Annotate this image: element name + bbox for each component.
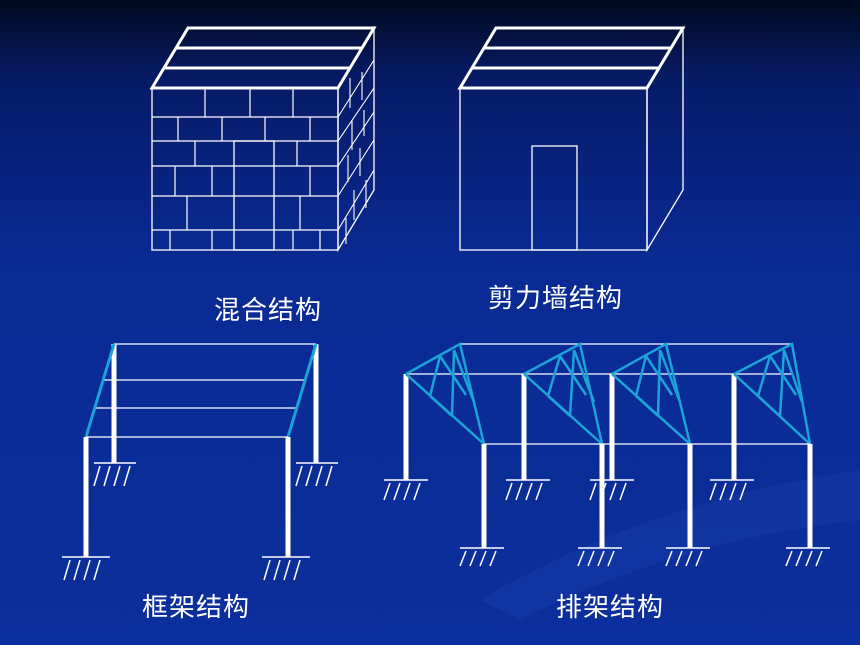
- bent-drawing: [383, 342, 830, 567]
- shear-wall-drawing: [457, 25, 686, 253]
- masonry-structure-label: 混合结构: [214, 296, 323, 326]
- bent-structure-label: 排架结构: [556, 593, 665, 623]
- background-wave: [480, 470, 860, 620]
- frame-structure-label: 框架结构: [142, 593, 251, 623]
- masonry-house-drawing: [149, 25, 377, 253]
- shear-wall-structure-label: 剪力墙结构: [488, 284, 624, 314]
- frame-drawing: [62, 343, 338, 581]
